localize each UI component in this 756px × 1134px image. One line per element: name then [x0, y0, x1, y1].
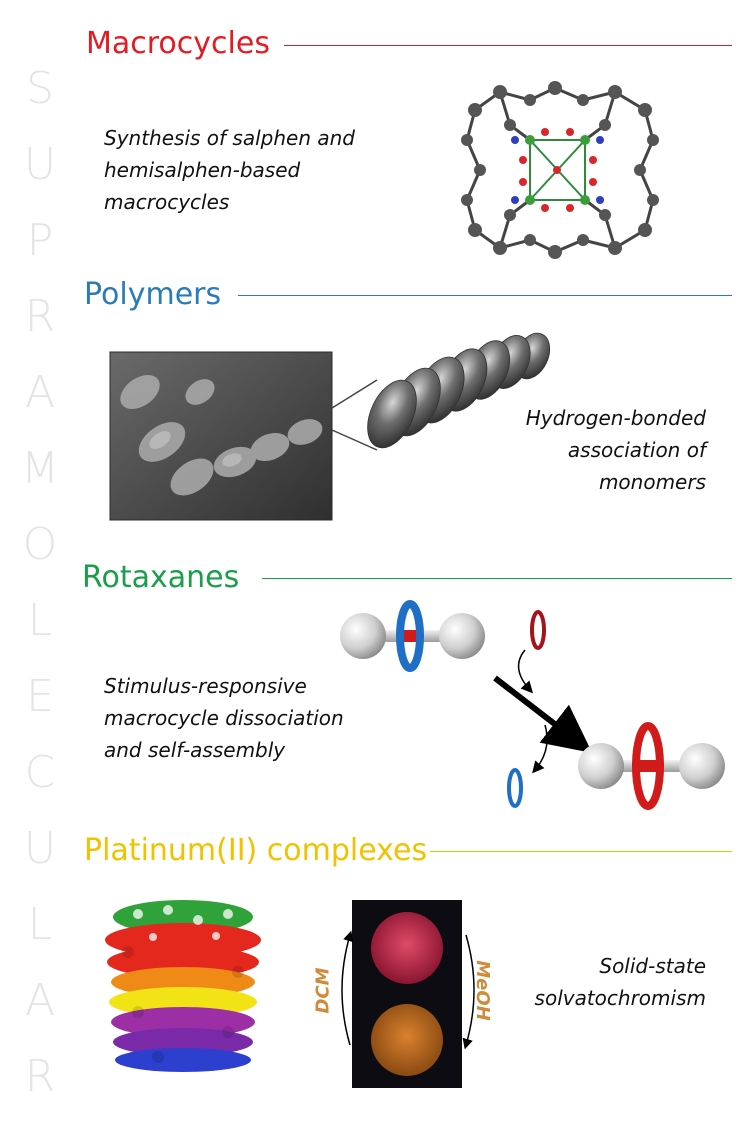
- dcm-sample: [371, 912, 443, 984]
- reaction-arrow: [493, 675, 593, 753]
- side-word-letter: L: [27, 595, 53, 646]
- side-word-letter: L: [27, 899, 53, 950]
- side-word-letter: U: [23, 139, 57, 190]
- rotaxane-blue-ring: [340, 600, 485, 672]
- polymers-description: Hydrogen-bonded association of monomers: [420, 402, 706, 498]
- side-word-letter: A: [24, 975, 56, 1026]
- description-line: and self-assembly: [104, 738, 286, 762]
- side-word-letter: R: [24, 291, 56, 342]
- description-line: macrocycles: [104, 190, 230, 214]
- platinum-stack-model: [105, 900, 261, 1072]
- platinum-divider: [430, 851, 732, 852]
- description-line: Synthesis of salphen and: [104, 126, 355, 150]
- side-word-letter: P: [26, 215, 54, 266]
- description-line: Hydrogen-bonded: [525, 406, 706, 430]
- description-line: Solid-state: [599, 954, 706, 978]
- side-word-letter: C: [24, 747, 56, 798]
- description-line: macrocycle dissociation: [104, 706, 344, 730]
- polymers-title: Polymers: [84, 277, 222, 312]
- side-word-letter: R: [24, 1051, 56, 1102]
- rotaxane-red-ring: [578, 722, 725, 810]
- macrocycle-crystal-structure: [461, 81, 659, 259]
- side-word-letter: E: [26, 671, 54, 722]
- polymer-helix-model: [331, 332, 551, 451]
- description-line: monomers: [598, 470, 706, 494]
- rotaxanes-title: Rotaxanes: [82, 560, 240, 595]
- meoh-sample: [371, 1004, 443, 1076]
- side-word-letter: M: [21, 443, 59, 494]
- free-red-ring: [530, 610, 546, 650]
- macrocycles-title: Macrocycles: [86, 26, 270, 61]
- polymers-divider: [238, 295, 732, 296]
- description-line: association of: [567, 438, 706, 462]
- description-line: Stimulus-responsive: [104, 674, 307, 698]
- dcm-label: DCM: [312, 967, 334, 1014]
- macrocycles-description: Synthesis of salphen and hemisalphen-bas…: [104, 122, 404, 218]
- side-word-letter: U: [23, 823, 57, 874]
- rotaxanes-description: Stimulus-responsive macrocycle dissociat…: [104, 670, 394, 766]
- afm-micrograph: [109, 351, 333, 521]
- macrocycles-divider: [284, 45, 732, 46]
- solvent-cycle-arrows: [341, 930, 475, 1050]
- solvatochromism-photo: [352, 900, 462, 1088]
- platinum-description: Solid-state solvatochromism: [480, 950, 706, 1014]
- description-line: solvatochromism: [534, 986, 706, 1010]
- description-line: hemisalphen-based: [104, 158, 301, 182]
- rotaxanes-divider: [262, 578, 732, 579]
- free-blue-ring: [507, 768, 523, 808]
- platinum-title: Platinum(II) complexes: [84, 833, 428, 868]
- side-word-letter: O: [22, 519, 58, 570]
- side-word-letter: S: [26, 63, 54, 114]
- rotaxane-scheme: [340, 600, 725, 810]
- side-word-letter: A: [24, 367, 56, 418]
